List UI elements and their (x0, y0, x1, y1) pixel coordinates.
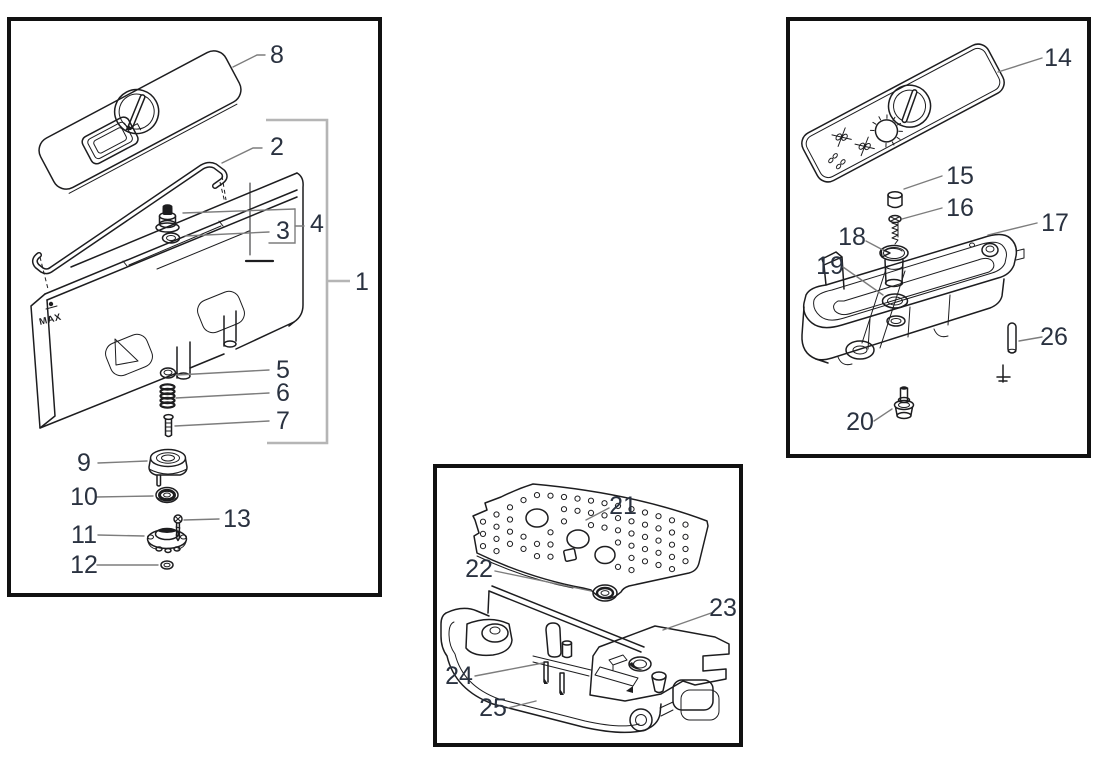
callout-17: 17 (1041, 209, 1069, 237)
beans-icon (828, 153, 846, 170)
part-26-pin (996, 322, 1017, 383)
callout-1: 1 (355, 268, 369, 296)
tank-diagram: MAX (30, 41, 369, 579)
bean-crossed-icon (854, 136, 875, 157)
part-5-washer (159, 367, 177, 379)
arrow-icon (125, 123, 142, 131)
callout-20: 20 (846, 408, 874, 436)
part-2-gasket (31, 161, 228, 290)
leader-lines (95, 54, 350, 566)
part-12-o-ring (160, 560, 174, 570)
part-18-float-sleeve (879, 244, 909, 288)
part-4-valve-stub (155, 204, 180, 233)
residue-tray-diagram: 14 15 16 17 18 19 26 20 (801, 43, 1072, 436)
part-19-seal-ring (881, 293, 909, 309)
callout-8: 8 (270, 41, 284, 69)
grate-holes (479, 492, 689, 574)
callout-12: 12 (70, 551, 98, 579)
part-15-cap (887, 191, 903, 209)
callout-16: 16 (946, 194, 974, 222)
part-7-pin (163, 413, 174, 438)
leader-lines (474, 507, 715, 709)
callout-2: 2 (270, 133, 284, 161)
part-20-drain-valve (893, 386, 915, 420)
part-6-spring (159, 383, 176, 409)
residue-tray-panel: 14 15 16 17 18 19 26 20 (786, 17, 1091, 458)
part-14-tray-lid (801, 43, 1005, 183)
lid-dial (869, 114, 903, 148)
callout-7: 7 (276, 407, 290, 435)
callout-10: 10 (70, 483, 98, 511)
tank-assembly-panel: MAX (7, 17, 382, 597)
part-3-o-ring (161, 232, 181, 244)
part-16-screw (888, 214, 902, 245)
drip-tray-diagram: 21 22 23 24 25 (440, 483, 737, 734)
callout-13: 13 (223, 505, 251, 533)
part-8-tank-lid (38, 50, 242, 194)
dial-ticks (869, 114, 903, 148)
part-24-pins (543, 661, 565, 695)
callout-3: 3 (276, 217, 290, 245)
callout-9: 9 (77, 449, 91, 477)
callout-25: 25 (479, 694, 507, 722)
part-1-tank-body: MAX (30, 172, 304, 429)
callout-11: 11 (71, 521, 97, 549)
lid-knob (113, 88, 160, 135)
part-11-coupling (146, 527, 188, 554)
part-25-drip-tray (440, 585, 720, 734)
callout-21: 21 (609, 492, 637, 520)
part-22-float-indicator (592, 584, 618, 602)
callout-6: 6 (276, 379, 290, 407)
callout-18: 18 (838, 223, 866, 251)
max-text: MAX (38, 312, 63, 328)
callout-14: 14 (1044, 44, 1072, 72)
bean-crossed-icon (831, 127, 852, 147)
callout-4: 4 (310, 210, 324, 238)
drip-tray-panel: 21 22 23 24 25 (433, 464, 743, 747)
callout-26: 26 (1040, 323, 1068, 351)
part-9-valve-housing (148, 448, 188, 487)
callout-15: 15 (946, 162, 974, 190)
part-10-seal (155, 486, 179, 504)
callout-22: 22 (465, 555, 493, 583)
callout-19: 19 (816, 252, 844, 280)
part-23-cover-plate (589, 625, 730, 702)
callout-5: 5 (276, 356, 290, 384)
lid-recess (81, 116, 139, 165)
part-17-residue-tray (801, 233, 1025, 366)
part-21-grate (472, 483, 709, 600)
max-level-label: MAX (38, 301, 63, 328)
lid-knob (887, 84, 932, 128)
callout-23: 23 (709, 594, 737, 622)
leader-lines (842, 57, 1043, 422)
callout-24: 24 (445, 662, 473, 690)
